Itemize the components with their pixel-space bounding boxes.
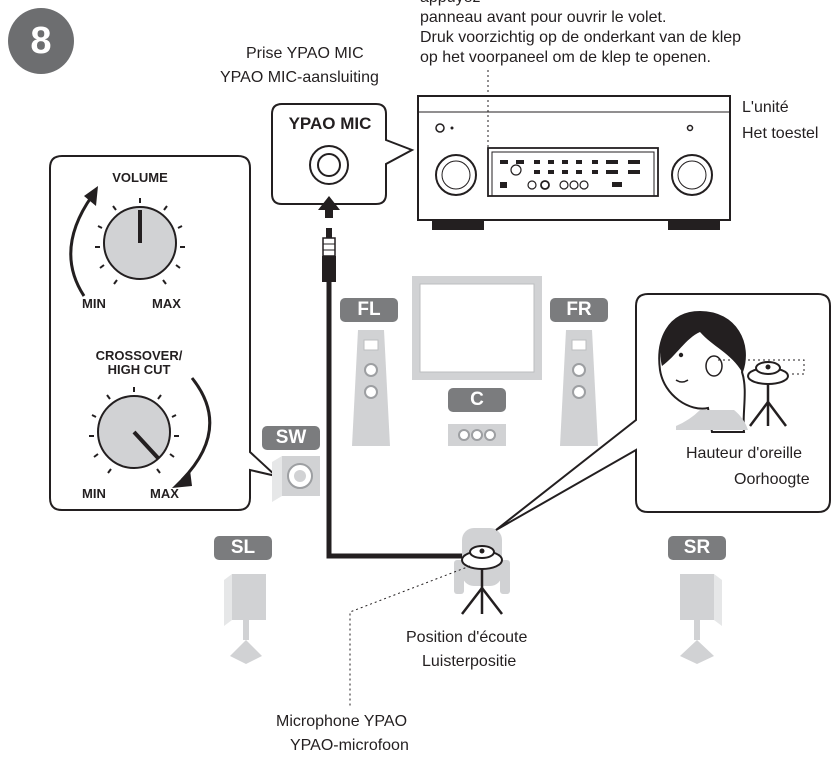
volume-min-label: MIN (82, 296, 106, 311)
sr-tag: SR (668, 536, 726, 560)
fl-speaker (352, 330, 390, 446)
subwoofer (272, 456, 320, 502)
center-speaker (448, 424, 506, 446)
ypao-microphone (461, 545, 503, 615)
fr-speaker (560, 330, 598, 446)
volume-title: VOLUME (112, 170, 168, 185)
ear-height-callout (495, 293, 831, 531)
instruction-line-2: panneau avant pour ouvrir le volet. (420, 9, 667, 26)
mic-plug (322, 228, 336, 282)
mic-jack-panel-text: YPAO MIC (288, 114, 372, 133)
sl-speaker (224, 574, 266, 664)
microphone-label-fr: Microphone YPAO (276, 713, 408, 730)
sl-tag: SL (214, 536, 272, 560)
crossover-max-label: MAX (150, 486, 179, 501)
ear-height-label-nl: Oorhoogte (734, 471, 810, 488)
fl-tag: FL (340, 298, 398, 322)
microphone-pointer (349, 565, 471, 706)
sr-speaker (680, 574, 722, 664)
tv (412, 276, 542, 380)
crossover-min-label: MIN (82, 486, 106, 501)
step-number-badge: 8 (8, 8, 74, 74)
ear-height-guide (718, 359, 805, 375)
fr-tag: FR (550, 298, 608, 322)
person-head (658, 310, 748, 433)
crossover-rotate-arrow-icon (180, 377, 212, 482)
listening-position-label-fr: Position d'écoute (406, 629, 528, 646)
unit-label-nl: Het toestel (742, 125, 819, 142)
sw-tag: SW (262, 426, 320, 450)
instruction-line-1: appuyez (420, 0, 481, 8)
volume-rotate-arrow-icon (69, 195, 94, 297)
av-receiver (417, 95, 731, 230)
mic-jack-label-nl: YPAO MIC-aansluiting (220, 69, 379, 86)
microphone-label-nl: YPAO-microfoon (290, 737, 409, 754)
instruction-line-4: op het voorpaneel om de klep te openen. (420, 49, 711, 66)
crossover-title-1: CROSSOVER/ (95, 348, 183, 363)
instruction-line-3: Druk voorzichtig op de onderkant van de … (420, 29, 742, 46)
volume-knob[interactable] (95, 198, 185, 285)
volume-max-label: MAX (152, 296, 181, 311)
mic-jack-callout (271, 103, 415, 205)
insert-arrow-icon (318, 196, 340, 218)
ear-height-label-fr: Hauteur d'oreille (686, 445, 803, 462)
unit-label-fr: L'unité (742, 99, 789, 116)
mic-cable (326, 282, 470, 559)
crossover-knob[interactable] (89, 387, 179, 474)
crossover-title-2: HIGH CUT (107, 362, 171, 377)
listening-position-label-nl: Luisterpositie (422, 653, 517, 670)
c-tag: C (448, 388, 506, 412)
mic-jack-label-fr: Prise YPAO MIC (246, 45, 364, 62)
ear-height-microphone (747, 361, 789, 427)
